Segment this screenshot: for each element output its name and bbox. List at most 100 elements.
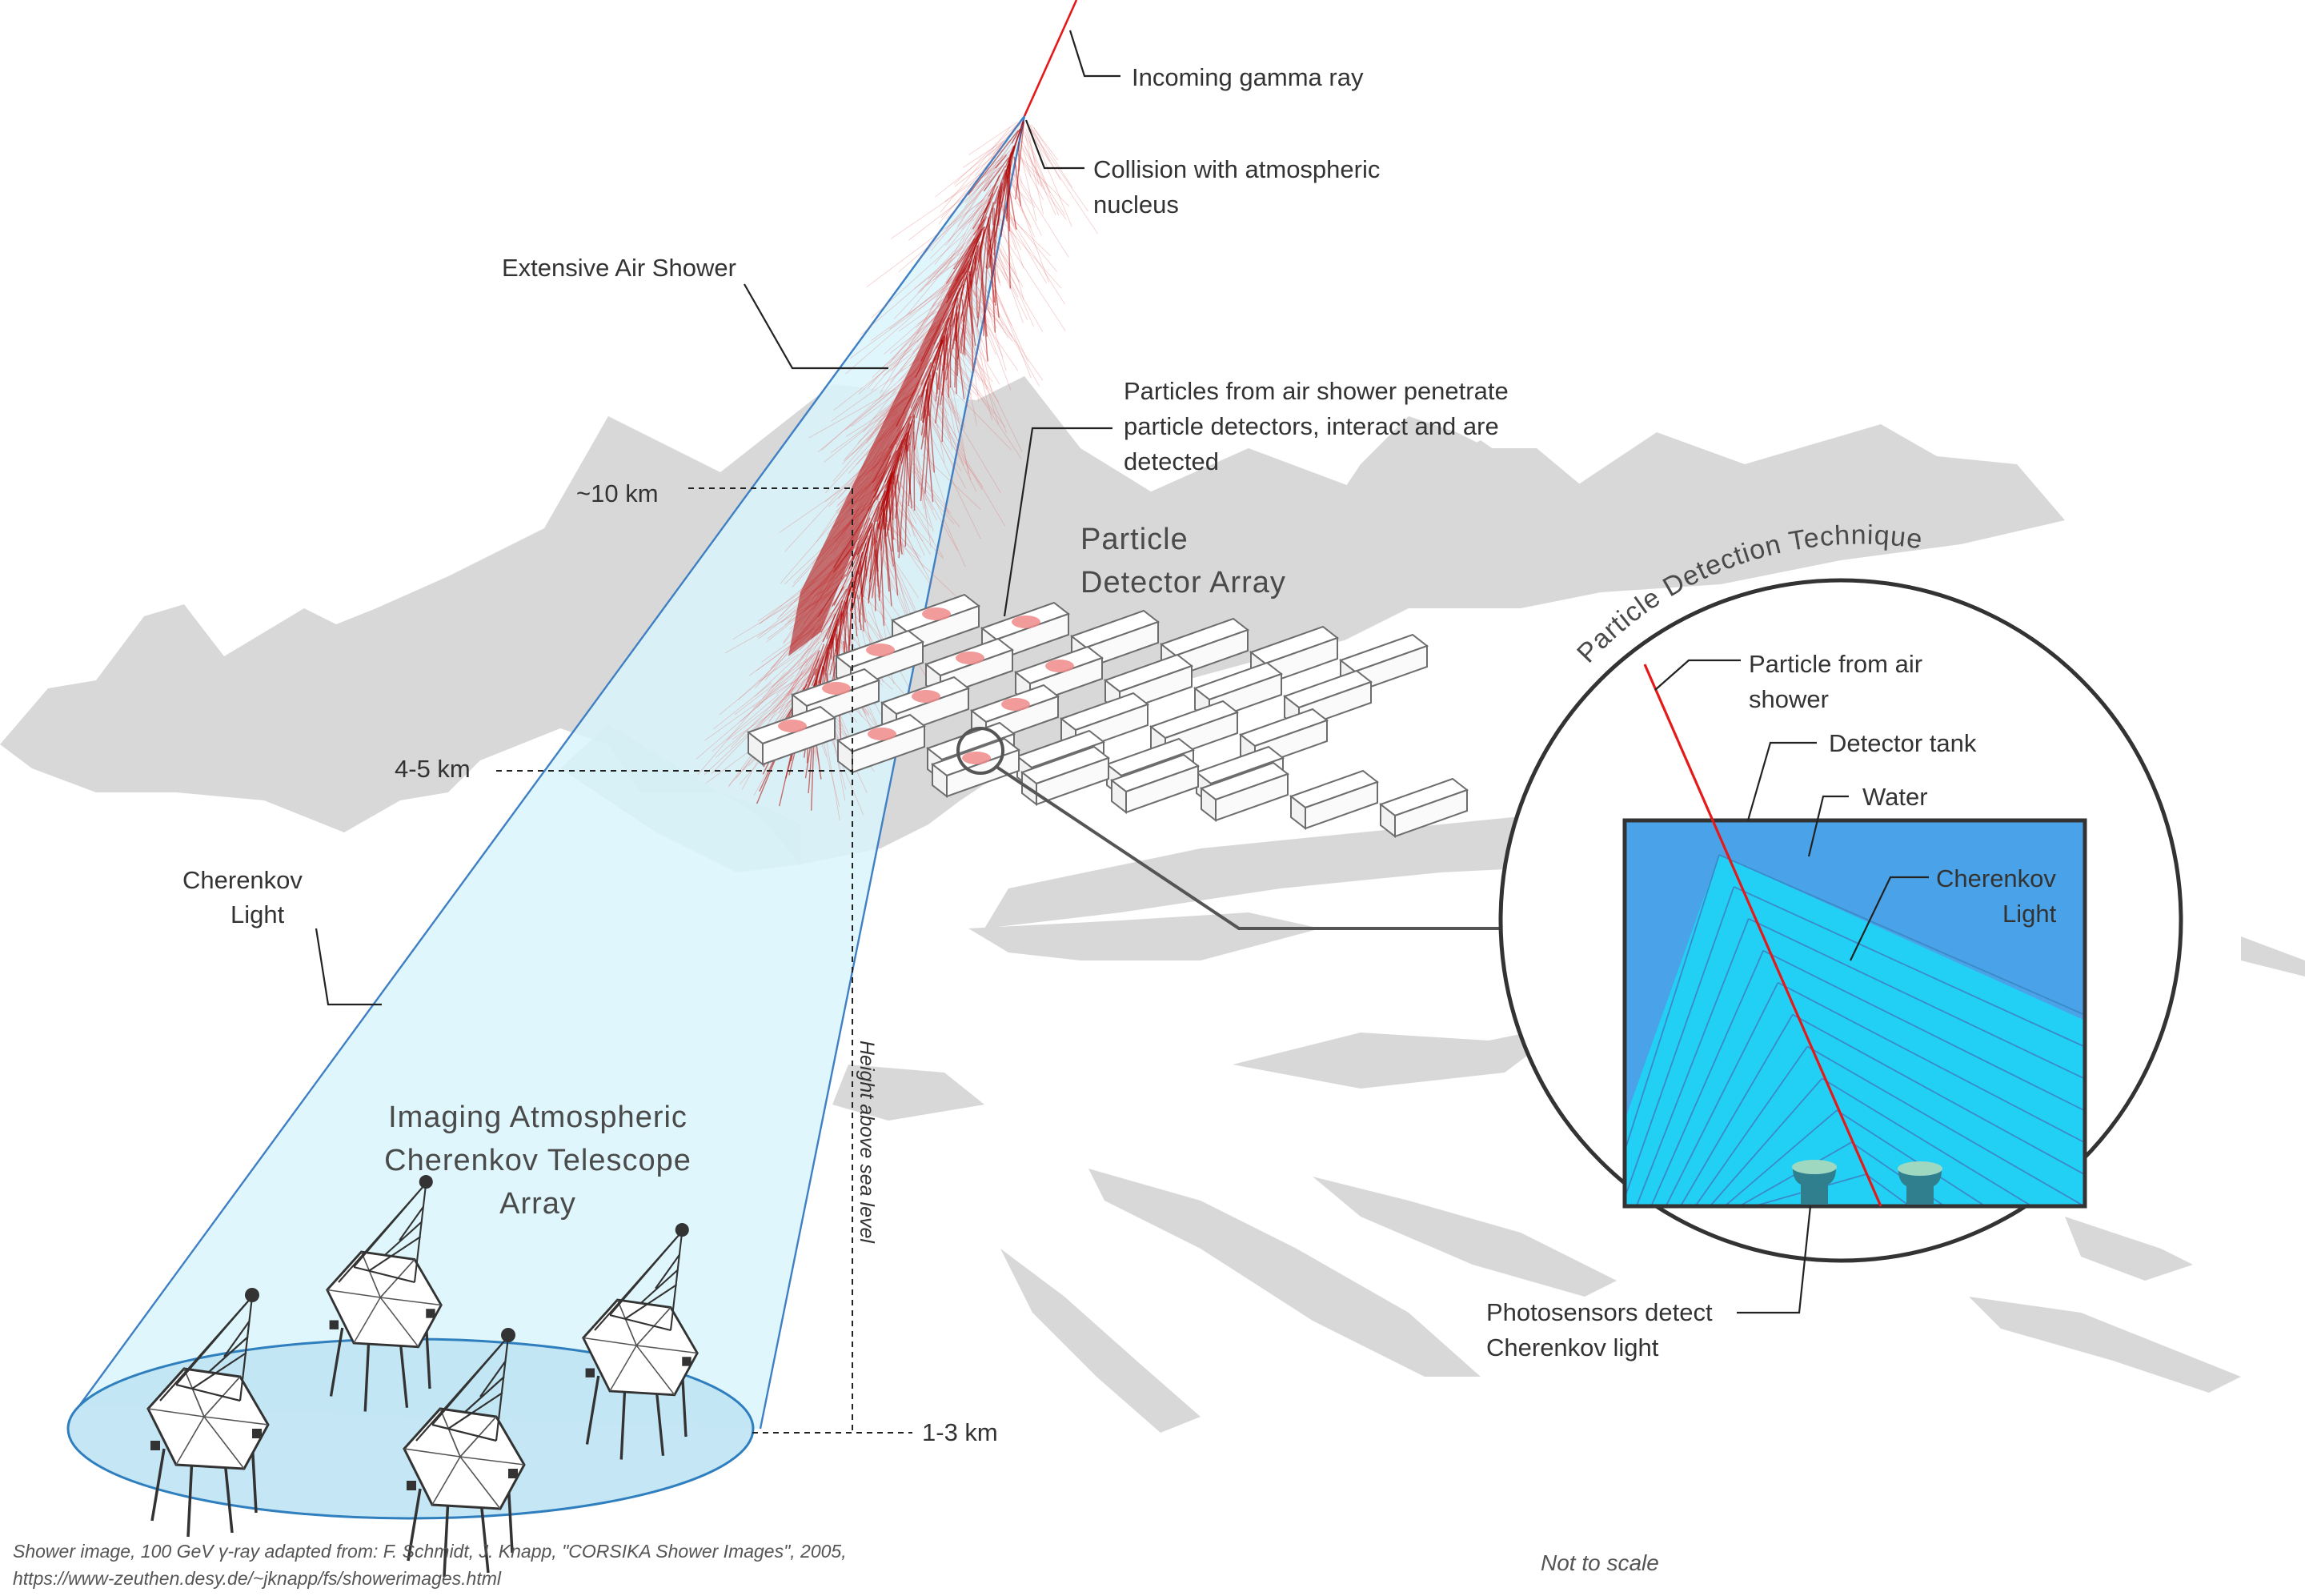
shower-filament bbox=[860, 529, 872, 576]
shower-filament bbox=[1019, 136, 1032, 178]
photosensor-leader bbox=[1737, 1205, 1812, 1314]
shower-filament bbox=[954, 314, 977, 426]
shower-filament bbox=[1018, 178, 1069, 258]
shower-filament bbox=[990, 144, 1005, 158]
shower-filament bbox=[1001, 204, 1057, 272]
shower-filament bbox=[991, 230, 1000, 284]
shower-filament bbox=[884, 303, 942, 355]
shower-filament bbox=[954, 220, 982, 267]
shower-leader bbox=[744, 283, 888, 370]
shower-filament bbox=[1031, 124, 1059, 161]
shower-filament bbox=[988, 227, 1020, 283]
shower-filament bbox=[913, 470, 934, 511]
mountain-peak-right bbox=[1104, 424, 2065, 608]
shower-filament bbox=[915, 311, 937, 328]
shower-filament bbox=[931, 436, 981, 539]
telescope-drive bbox=[682, 1357, 692, 1366]
shower-filament bbox=[790, 658, 808, 685]
shower-filament bbox=[940, 156, 1004, 218]
shower-filament bbox=[814, 605, 842, 676]
shower-filament bbox=[892, 479, 917, 524]
shower-filament bbox=[976, 255, 1012, 327]
shower-filament bbox=[927, 387, 960, 444]
shower-filament bbox=[712, 694, 780, 752]
shower-filament bbox=[852, 455, 892, 559]
shower-filament bbox=[816, 600, 844, 642]
shower-filament bbox=[908, 174, 993, 241]
shower-filament bbox=[871, 233, 966, 319]
cherenkov-ray bbox=[1635, 918, 1750, 1206]
shower-filament bbox=[1011, 128, 1020, 144]
shower-filament bbox=[932, 389, 936, 406]
cherenkov-ray bbox=[1718, 854, 2085, 1016]
shower-filament bbox=[754, 620, 836, 697]
shower-filament bbox=[996, 138, 1012, 151]
shower-filament bbox=[935, 142, 1003, 198]
shower-filament bbox=[995, 213, 1062, 289]
shower-filament bbox=[926, 251, 971, 286]
particles-leader bbox=[1003, 427, 1112, 617]
detector-box-front bbox=[1305, 780, 1378, 830]
shower-filament bbox=[831, 356, 923, 422]
shower-filament bbox=[894, 471, 904, 551]
shower-filament bbox=[1004, 145, 1015, 168]
shower-filament bbox=[916, 223, 979, 335]
telescope-group bbox=[146, 1175, 699, 1578]
shower-filament bbox=[917, 169, 1001, 262]
shower-filament bbox=[866, 198, 985, 287]
telescope-drive bbox=[585, 1368, 595, 1377]
shower-filament bbox=[977, 174, 1000, 230]
shower-filament bbox=[956, 311, 958, 395]
shower-filament bbox=[756, 628, 828, 708]
shower-filament bbox=[871, 497, 886, 599]
shower-filament bbox=[915, 446, 927, 519]
shower-filament bbox=[916, 422, 949, 515]
shower-filament bbox=[740, 655, 814, 722]
shower-filament bbox=[765, 650, 817, 728]
height-axis-label: Height above sea level bbox=[856, 1041, 878, 1244]
telescope-leg bbox=[363, 1335, 371, 1412]
shower-filament bbox=[956, 304, 960, 376]
shower-filament bbox=[874, 538, 876, 612]
inset-cherenkov-leader bbox=[1850, 876, 1929, 961]
shower-filament bbox=[872, 315, 936, 378]
shower-filament bbox=[1024, 146, 1056, 215]
shower-filament bbox=[962, 140, 1004, 168]
shower-filament bbox=[962, 206, 985, 241]
shower-filament bbox=[936, 372, 938, 395]
shower-filament bbox=[892, 475, 903, 555]
shower-filament bbox=[974, 142, 1004, 177]
shower-filament bbox=[947, 383, 1012, 451]
shower-filament bbox=[936, 413, 983, 491]
shower-filament bbox=[927, 388, 936, 473]
shower-filament bbox=[944, 150, 1011, 203]
shower-filament bbox=[1000, 162, 1011, 237]
cherenkov-telescope bbox=[582, 1223, 699, 1460]
shower-filament bbox=[920, 253, 955, 293]
shower-filament bbox=[841, 614, 852, 636]
shower-filament bbox=[880, 543, 893, 591]
shower-filament bbox=[974, 282, 997, 329]
photosensors-label-1: Photosensors detect bbox=[1486, 1298, 1713, 1326]
shower-filament bbox=[800, 636, 820, 658]
shower-filament bbox=[728, 656, 822, 788]
mountain-ridge-6 bbox=[1000, 1249, 1201, 1433]
shower-filament bbox=[943, 343, 1006, 428]
shower-filament bbox=[912, 420, 932, 547]
shower-filament bbox=[971, 187, 994, 231]
shower-filament bbox=[947, 359, 969, 475]
shower-filament bbox=[839, 622, 853, 645]
mountain-ridge-5 bbox=[1088, 1169, 1481, 1377]
telescope-drive bbox=[407, 1481, 416, 1490]
shower-filament bbox=[961, 179, 1001, 230]
cherenkov-light-leader bbox=[315, 928, 382, 1006]
shower-filament bbox=[852, 588, 858, 637]
shower-filament bbox=[808, 388, 896, 439]
shower-filament bbox=[1022, 141, 1046, 190]
particle-array-title-2: Detector Array bbox=[1080, 566, 1286, 600]
shower-filament bbox=[971, 241, 980, 288]
shower-filament bbox=[944, 398, 1002, 494]
shower-filament bbox=[719, 642, 809, 716]
shower-filament bbox=[850, 282, 956, 359]
shower-filament bbox=[860, 247, 964, 335]
